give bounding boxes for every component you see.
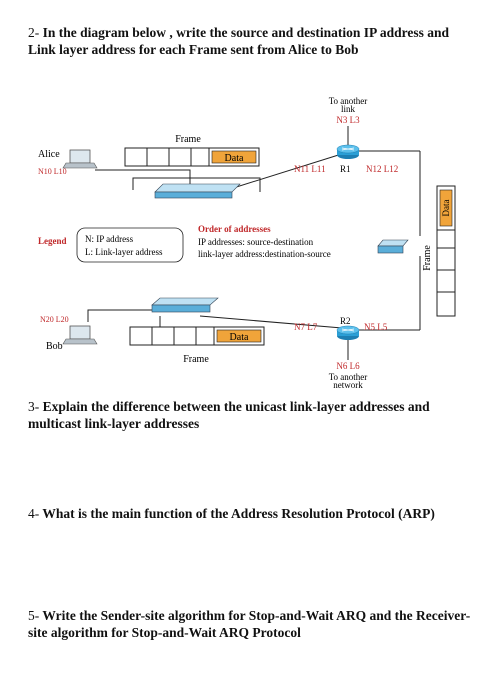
frame-top: Data: [124, 147, 260, 167]
legend-n: N: IP address: [85, 234, 134, 244]
question-5: 5- Write the Sender-site algorithm for S…: [28, 607, 480, 641]
n3l3-label: N3 L3: [336, 115, 360, 125]
to-another-link-line1: To another: [329, 96, 368, 106]
question-2: 2- In the diagram below , write the sour…: [28, 24, 480, 58]
bob-laptop-icon: [62, 325, 98, 345]
r2-right-address: N5 L5: [364, 322, 388, 332]
network-diagram: To another link N3 L3 Frame Data Alice N…: [38, 96, 456, 390]
r2-left-address: N7 L7: [294, 322, 318, 332]
to-another-link-line2: link: [341, 104, 356, 114]
switch-bottom-icon: [151, 297, 219, 313]
order-title: Order of addresses: [198, 224, 271, 234]
question-2-number: 2-: [28, 25, 40, 40]
question-4-number: 4-: [28, 506, 40, 521]
frame-bottom: Data: [129, 326, 265, 346]
question-3: 3- Explain the difference between the un…: [28, 398, 480, 432]
data-block-bottom: [216, 329, 262, 343]
alice-label: Alice: [38, 149, 60, 160]
switch-top-icon: [154, 183, 241, 199]
legend-title: Legend: [38, 236, 67, 246]
to-another-network-line1: To another: [329, 372, 368, 382]
frame-vertical-label: Frame: [422, 245, 433, 271]
data-block-top: [211, 150, 257, 164]
legend-l: L: Link-layer address: [85, 247, 163, 257]
data-label-vertical: Data: [441, 200, 451, 217]
question-5-number: 5-: [28, 608, 40, 623]
router-r2-icon: [336, 325, 360, 340]
data-label-bottom: Data: [230, 332, 249, 343]
r2-label: R2: [340, 316, 351, 326]
order-ip: IP addresses: source-destination: [198, 237, 314, 247]
question-3-text: Explain the difference between the unica…: [28, 399, 430, 431]
frame-bottom-label: Frame: [183, 354, 209, 365]
question-4-text: What is the main function of the Address…: [42, 506, 435, 521]
question-2-text: In the diagram below , write the source …: [28, 25, 450, 57]
to-another-network-line2: network: [333, 380, 363, 390]
bob-label: Bob: [46, 341, 63, 352]
n20l20-label: N20 L20: [40, 315, 69, 324]
router-r1-icon: [336, 144, 360, 159]
r1-left-address: N11 L11: [294, 164, 326, 174]
question-4: 4- What is the main function of the Addr…: [28, 505, 480, 522]
question-5-text: Write the Sender-site algorithm for Stop…: [28, 608, 471, 640]
r1-label: R1: [340, 164, 351, 174]
alice-laptop-icon: [62, 149, 98, 169]
legend-box: [76, 227, 184, 263]
data-label-top: Data: [225, 153, 244, 164]
order-link: link-layer address:destination-source: [198, 249, 331, 259]
r1-right-address: N12 L12: [366, 164, 398, 174]
question-3-number: 3-: [28, 399, 40, 414]
frame-top-label: Frame: [175, 134, 201, 145]
n6l6-label: N6 L6: [336, 361, 360, 371]
data-block-vertical: [439, 189, 453, 227]
n10l10-label: N10 L10: [38, 167, 67, 176]
frame-vertical: Data: [436, 185, 456, 317]
switch-right-icon: [377, 239, 409, 254]
